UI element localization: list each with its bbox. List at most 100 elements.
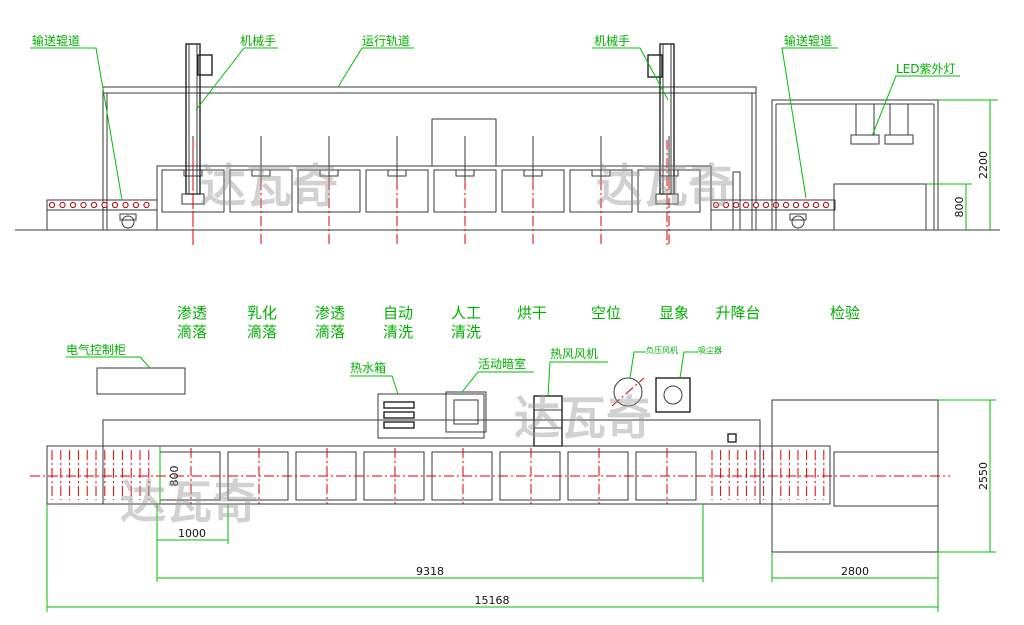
station-label-line1: 烘干 (517, 304, 547, 322)
fixture (455, 169, 475, 177)
motor-left (121, 215, 135, 229)
label-roller-left: 输送辊道 (32, 33, 80, 48)
station-label-line2: 滴落 (177, 323, 207, 341)
label-dark-room: 活动暗室 (478, 356, 526, 371)
roller (143, 201, 150, 209)
tank-plan (363, 451, 425, 501)
roller (132, 201, 140, 209)
station-label-line1: 自动 (383, 304, 413, 322)
elevation-view: 2200 800 (15, 43, 1000, 248)
inspection-table (833, 183, 927, 231)
roller (101, 201, 108, 209)
label-control-cabinet: 电气控制柜 (66, 342, 126, 357)
dim-text-2800: 2800 (841, 565, 869, 578)
vacuum-unit (655, 377, 691, 413)
dim-tank-line-length: 9318 (156, 504, 704, 582)
label-robot-right: 机械手 (594, 33, 630, 48)
label-fan-small: 负压风机 (646, 345, 678, 355)
roller (732, 201, 740, 209)
station-label-line1: 升降台 (715, 304, 760, 322)
lift-post (732, 171, 741, 231)
roller-conveyor-right (710, 199, 836, 211)
motor-right (791, 215, 805, 229)
fixture (319, 169, 339, 177)
station-label-line2: 清洗 (451, 323, 481, 341)
station-label-line1: 空位 (591, 304, 621, 322)
dim-height-table: 800 (926, 183, 972, 230)
dim-text-800-plan: 800 (168, 466, 181, 487)
robot-left (181, 43, 213, 248)
roller (69, 201, 77, 209)
station-label-line2: 滴落 (315, 323, 345, 341)
rollers-left (48, 201, 150, 209)
roller (48, 201, 56, 209)
rollers-plan-right (711, 450, 825, 500)
watermark-3: 达瓦奇 (514, 391, 652, 445)
label-led-lamp: LED紫外灯 (896, 62, 956, 76)
inspection-table-plan (833, 451, 939, 507)
dim-inspection-length: 2800 (771, 552, 939, 582)
station-labels: 渗透滴落乳化滴落渗透滴落自动清洗人工清洗烘干空位显象升降台检验 (177, 304, 860, 341)
fixture (591, 169, 611, 177)
dim-height-total: 2200 (938, 99, 998, 230)
label-hot-air-fan: 热风风机 (550, 347, 598, 361)
station-label-line1: 检验 (830, 304, 860, 322)
control-cabinet (96, 367, 186, 395)
label-hot-water-tank: 热水箱 (350, 360, 386, 375)
label-roller-right: 输送辊道 (784, 33, 832, 48)
dim-text-800-elev: 800 (953, 197, 966, 218)
watermark-2: 达瓦奇 (596, 159, 734, 213)
roller (782, 201, 790, 209)
roller (742, 201, 750, 209)
fixture (251, 169, 271, 177)
station-label-line2: 滴落 (247, 323, 277, 341)
fixture (523, 169, 543, 177)
uv-lamp-right (884, 104, 914, 145)
uv-lamp-left (850, 104, 880, 145)
central-box (431, 118, 497, 167)
roller (80, 201, 87, 209)
dim-text-1000: 1000 (178, 527, 206, 540)
rollers-right (712, 201, 830, 209)
roller (812, 201, 820, 209)
dim-station-depth: 800 (159, 446, 181, 504)
roller (111, 201, 119, 209)
station-label-line1: 人工 (451, 304, 481, 322)
label-track: 运行轨道 (362, 34, 410, 48)
roller (752, 201, 760, 209)
lift-marker (727, 433, 737, 443)
watermark-1: 达瓦奇 (200, 159, 338, 213)
fixture (387, 169, 407, 177)
watermark-4: 达瓦奇 (120, 475, 258, 529)
roller (762, 201, 770, 209)
label-robot-left: 机械手 (240, 33, 276, 48)
roller (802, 201, 810, 209)
watermarks: 达瓦奇 达瓦奇 达瓦奇 达瓦奇 (120, 159, 734, 529)
roller (792, 201, 800, 209)
dim-width-total: 2550 (938, 399, 996, 553)
dim-text-15168: 15168 (475, 594, 510, 607)
roller (90, 201, 98, 209)
station-label-line1: 渗透 (315, 304, 345, 322)
roller (122, 201, 129, 209)
station-label-line1: 乳化 (247, 304, 277, 322)
elevation-annotations: 输送辊道 机械手 运行轨道 机械手 输送辊道 LED紫外灯 (30, 33, 960, 201)
dim-station-pitch: 1000 (156, 504, 229, 544)
negative-pressure-fan (613, 377, 643, 407)
dim-text-2550: 2550 (977, 462, 990, 490)
dim-text-9318: 9318 (416, 565, 444, 578)
hot-water-tank (377, 393, 485, 439)
dark-room (445, 391, 487, 433)
rollers-plan-left (51, 450, 150, 500)
roller (822, 201, 830, 209)
station-label-line1: 显象 (659, 304, 689, 322)
station-label-line2: 清洗 (383, 323, 413, 341)
dim-text-2200: 2200 (977, 151, 990, 179)
dim-total-length: 15168 (46, 504, 939, 612)
roller (712, 201, 720, 209)
roller (722, 201, 730, 209)
station-label-line1: 渗透 (177, 304, 207, 322)
label-vacuum-small: 吸尘器 (698, 345, 722, 355)
plan-view: 电气控制柜 热水箱 活动暗室 热风风机 负压风机 吸尘器 (30, 342, 996, 612)
